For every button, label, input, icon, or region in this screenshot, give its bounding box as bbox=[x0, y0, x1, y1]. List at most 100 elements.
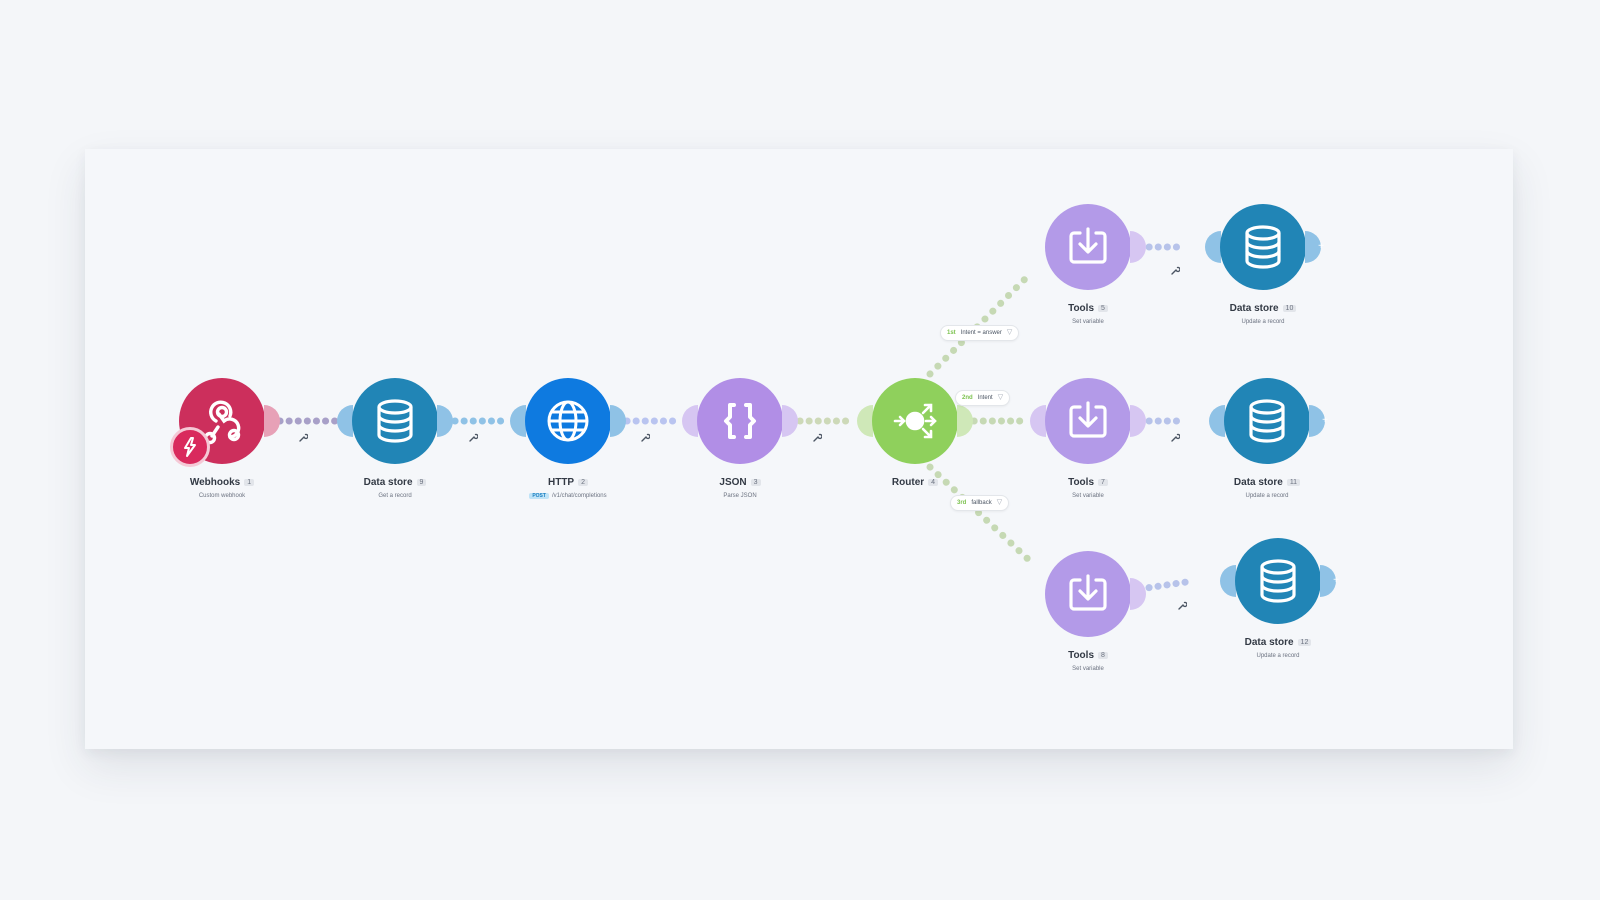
add-module-handle[interactable] bbox=[1320, 565, 1336, 597]
route-order: 3rd bbox=[957, 500, 967, 506]
module-action: POST/v1/chat/completions bbox=[478, 493, 658, 499]
module-circle[interactable] bbox=[1045, 378, 1131, 464]
input-handle[interactable] bbox=[857, 405, 873, 437]
module-name: Tools bbox=[1068, 303, 1095, 314]
output-handle[interactable] bbox=[957, 405, 973, 437]
output-handle[interactable] bbox=[1130, 578, 1146, 610]
module-action: Set variable bbox=[1072, 493, 1104, 499]
module-circle[interactable] bbox=[1045, 204, 1131, 290]
module-circle[interactable] bbox=[525, 378, 611, 464]
input-handle[interactable] bbox=[1030, 405, 1046, 437]
module-action: Set variable bbox=[1072, 319, 1104, 325]
module-name: Data store bbox=[1229, 303, 1279, 314]
funnel-icon: ▽ bbox=[1006, 329, 1013, 336]
module-number: 10 bbox=[1282, 305, 1297, 312]
module-action: Update a record bbox=[1245, 493, 1289, 499]
module-action: Get a record bbox=[378, 493, 412, 499]
module-name: Tools bbox=[1068, 477, 1095, 488]
input-handle[interactable] bbox=[510, 405, 526, 437]
module-action: Custom webhook bbox=[198, 493, 246, 499]
input-handle[interactable] bbox=[682, 405, 698, 437]
output-handle[interactable] bbox=[1130, 231, 1146, 263]
link-tools-c-store-c bbox=[1136, 577, 1197, 593]
lightning-icon[interactable] bbox=[170, 427, 210, 467]
module-circle[interactable] bbox=[697, 378, 783, 464]
add-module-icon[interactable]: + bbox=[1322, 415, 1328, 426]
wrench-icon[interactable] bbox=[812, 430, 823, 442]
add-module-handle[interactable] bbox=[1309, 405, 1325, 437]
module-number: 5 bbox=[1098, 305, 1108, 312]
globe-icon bbox=[547, 400, 589, 442]
module-name: Data store bbox=[1233, 477, 1283, 488]
funnel-icon: ▽ bbox=[997, 394, 1004, 401]
method-badge: POST bbox=[529, 493, 549, 499]
module-number: 11 bbox=[1286, 479, 1301, 486]
database-icon bbox=[1245, 225, 1281, 269]
module-name: Data store bbox=[1244, 637, 1294, 648]
module-name: Router bbox=[891, 477, 925, 488]
module-name: Tools bbox=[1068, 650, 1095, 661]
wrench-icon[interactable] bbox=[1170, 263, 1181, 275]
wrench-icon[interactable] bbox=[1177, 598, 1188, 610]
module-circle[interactable] bbox=[872, 378, 958, 464]
database-icon bbox=[1249, 399, 1285, 443]
input-handle[interactable] bbox=[1205, 231, 1221, 263]
link-router-tools-c bbox=[926, 463, 1034, 565]
add-module-icon[interactable]: + bbox=[1318, 241, 1324, 252]
module-circle[interactable] bbox=[1220, 204, 1306, 290]
route-order: 1st bbox=[947, 330, 956, 336]
wrench-icon[interactable] bbox=[298, 430, 309, 442]
router-icon bbox=[893, 403, 937, 439]
module-circle[interactable] bbox=[1045, 551, 1131, 637]
output-handle[interactable] bbox=[610, 405, 626, 437]
module-action: Update a record bbox=[1256, 653, 1300, 659]
wrench-icon[interactable] bbox=[640, 430, 651, 442]
database-icon bbox=[377, 399, 413, 443]
input-handle[interactable] bbox=[337, 405, 353, 437]
input-handle[interactable] bbox=[1220, 565, 1236, 597]
output-handle[interactable] bbox=[264, 405, 280, 437]
wrench-icon[interactable] bbox=[468, 430, 479, 442]
module-name: Webhooks bbox=[189, 477, 241, 488]
module-number: 7 bbox=[1098, 479, 1108, 486]
download-icon bbox=[1069, 574, 1107, 611]
module-number: 4 bbox=[928, 479, 939, 486]
wrench-icon[interactable] bbox=[1170, 430, 1181, 442]
module-name: Data store bbox=[363, 477, 413, 488]
module-number: 9 bbox=[416, 479, 427, 486]
module-number: 8 bbox=[1098, 652, 1108, 659]
module-circle[interactable] bbox=[1235, 538, 1321, 624]
funnel-icon: ▽ bbox=[996, 499, 1003, 506]
output-handle[interactable] bbox=[782, 405, 798, 437]
output-handle[interactable] bbox=[1130, 405, 1146, 437]
module-number: 12 bbox=[1297, 639, 1312, 646]
module-circle[interactable] bbox=[1224, 378, 1310, 464]
module-number: 1 bbox=[244, 479, 255, 486]
add-module-handle[interactable] bbox=[1305, 231, 1321, 263]
add-module-icon[interactable]: + bbox=[1333, 575, 1339, 586]
module-name: HTTP bbox=[547, 477, 575, 488]
filter-label: Intent bbox=[977, 395, 993, 401]
filter-label: Intent = answer bbox=[960, 330, 1002, 336]
output-handle[interactable] bbox=[437, 405, 453, 437]
link-router-tools-a bbox=[926, 270, 1034, 378]
route-filter-1[interactable]: 1st Intent = answer ▽ bbox=[940, 325, 1020, 341]
json-braces-icon bbox=[724, 403, 756, 439]
module-action: Update a record bbox=[1241, 319, 1285, 325]
input-handle[interactable] bbox=[1209, 405, 1225, 437]
module-number: 2 bbox=[578, 479, 588, 486]
module-circle[interactable] bbox=[352, 378, 438, 464]
